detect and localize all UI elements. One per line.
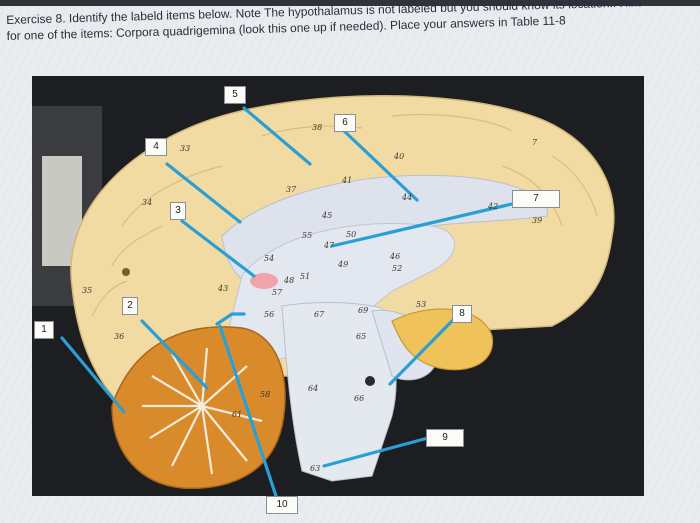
model-number: 55 <box>302 231 313 240</box>
model-number: 64 <box>308 384 319 393</box>
model-number: 38 <box>312 123 323 132</box>
model-number: 58 <box>260 390 271 399</box>
label-box-8: 8 <box>452 305 472 323</box>
label-box-7: 7 <box>512 190 560 208</box>
model-number: 65 <box>356 332 367 341</box>
model-number: 43 <box>218 284 229 293</box>
model-number: 66 <box>354 394 365 403</box>
model-number: 57 <box>272 288 283 297</box>
model-number: 52 <box>392 264 403 273</box>
model-number: 36 <box>114 332 125 341</box>
model-number: 35 <box>82 286 93 295</box>
model-number: 47 <box>324 241 335 250</box>
model-number: 45 <box>322 211 333 220</box>
model-number: 40 <box>394 152 405 161</box>
brain-model-photo: 33 38 40 41 37 44 34 45 42 39 55 47 50 5… <box>32 76 644 496</box>
model-number: 42 <box>488 202 499 211</box>
model-number: 69 <box>358 306 369 315</box>
model-number: 7 <box>532 138 538 147</box>
model-number: 46 <box>390 252 401 261</box>
label-box-2: 2 <box>122 297 138 315</box>
monitor-top-bar <box>0 0 700 6</box>
label-box-6: 6 <box>334 114 356 132</box>
label-box-3: 3 <box>170 202 186 220</box>
model-number: 41 <box>342 176 353 185</box>
model-number: 39 <box>532 216 543 225</box>
label-box-10: 10 <box>266 496 298 514</box>
brain-model-illustration <box>32 76 644 496</box>
model-number: 49 <box>338 260 349 269</box>
model-number: 63 <box>310 464 321 473</box>
label-box-4: 4 <box>145 138 167 156</box>
model-number: 44 <box>402 193 413 202</box>
model-number: 37 <box>286 185 297 194</box>
label-box-1: 1 <box>34 321 54 339</box>
model-number: 53 <box>416 300 427 309</box>
model-number: 50 <box>346 230 357 239</box>
label-box-5: 5 <box>224 86 246 104</box>
label-box-9: 9 <box>426 429 464 447</box>
model-number: 34 <box>142 198 153 207</box>
model-number: 33 <box>180 144 191 153</box>
model-number: 67 <box>314 310 325 319</box>
model-number: 51 <box>300 272 311 281</box>
model-number: 61 <box>232 410 243 419</box>
model-number: 56 <box>264 310 275 319</box>
model-number: 54 <box>264 254 275 263</box>
model-number: 48 <box>284 276 295 285</box>
